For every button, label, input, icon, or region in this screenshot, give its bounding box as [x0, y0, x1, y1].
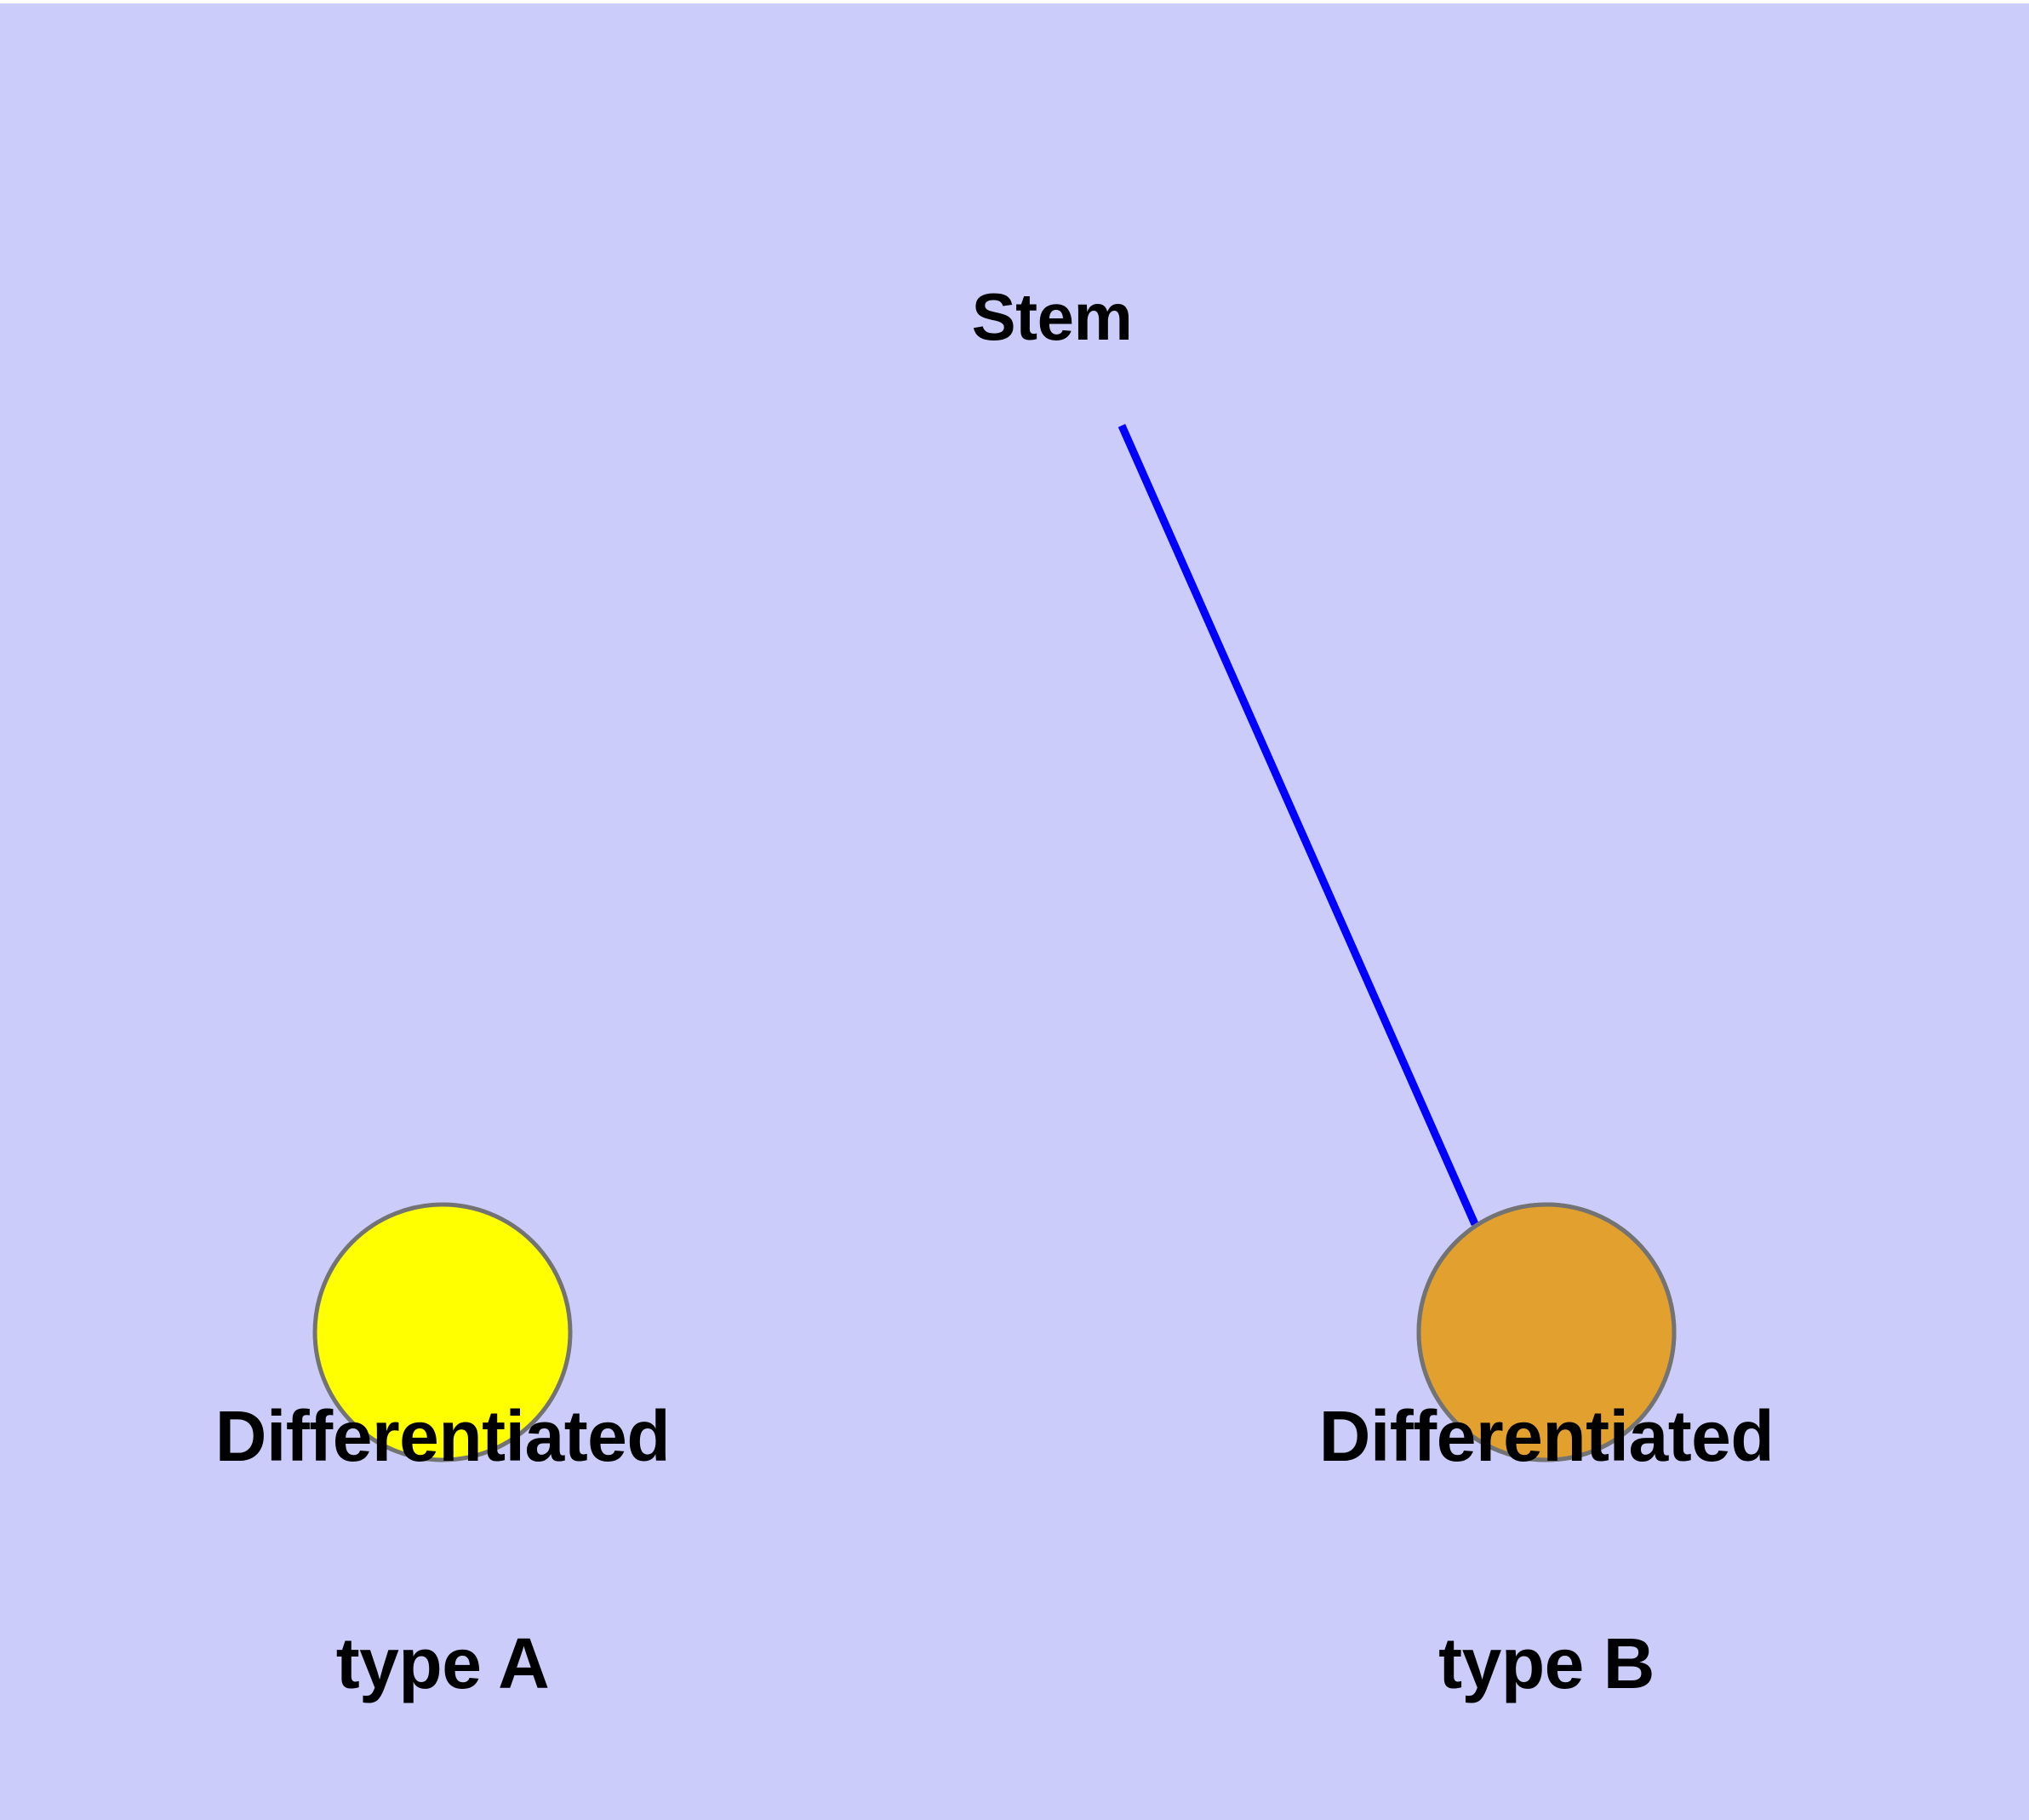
node-differentiated-type-b[interactable]: [1416, 1202, 1677, 1462]
edge-stem-to-differentiated-type-b: [1117, 424, 1479, 1226]
edge-layer: [1117, 424, 1479, 1226]
node-layer: [312, 1202, 1677, 1462]
diagram-background: [0, 3, 2029, 1820]
node-stem[interactable]: [312, 1202, 573, 1462]
